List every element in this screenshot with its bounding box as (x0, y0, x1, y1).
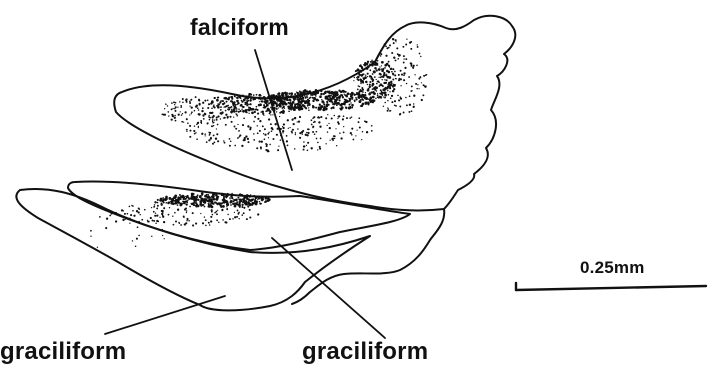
falciform-lower-edge (292, 209, 444, 304)
falciform-outline (114, 16, 515, 211)
scale-bar (516, 286, 706, 290)
graciliform-right-leader-line (272, 238, 385, 338)
label-graciliform-right: graciliform (302, 338, 428, 366)
label-graciliform-left: graciliform (0, 338, 126, 366)
stipple-shading (90, 38, 427, 248)
scale-bar-label: 0.25mm (580, 258, 645, 278)
graciliform-left-leader-line (105, 296, 225, 334)
graciliform-outer-outline (16, 189, 370, 310)
label-falciform: falciform (190, 14, 289, 41)
